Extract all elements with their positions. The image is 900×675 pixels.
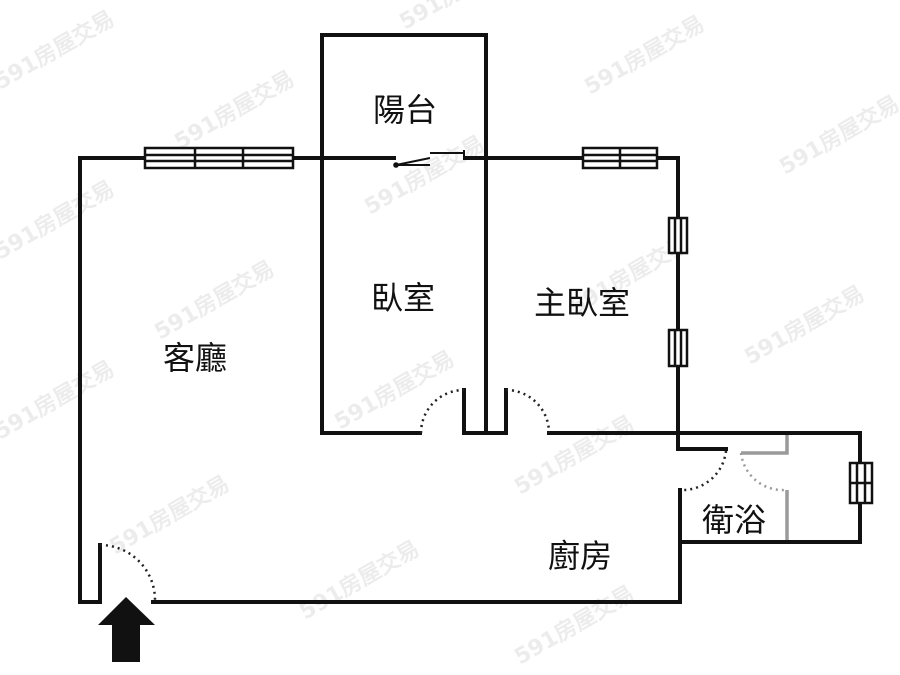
bathroom-wall-east [678, 501, 862, 544]
watermark: 591房屋交易 [170, 66, 299, 155]
windows [143, 146, 874, 505]
watermark: 591房屋交易 [0, 356, 119, 445]
entry-door-stub [78, 543, 102, 604]
window-master-east-upper [667, 216, 689, 255]
room-label-bedroom: 臥室 [371, 279, 435, 317]
room-label-kitchen: 廚房 [548, 537, 612, 575]
bathroom-door-swing [681, 450, 728, 492]
door-stub-right [486, 388, 508, 435]
watermark: 591房屋交易 [105, 471, 234, 560]
arrow-up-icon [98, 597, 155, 662]
balcony-walls [320, 33, 488, 160]
room-label-bathroom: 衛浴 [702, 501, 766, 539]
bathroom-wall-north [676, 431, 862, 465]
watermark: 591房屋交易 [510, 411, 639, 500]
window-living-north [143, 146, 295, 170]
watermark: 591房屋交易 [360, 131, 489, 220]
walls [78, 33, 862, 604]
balcony-sliding-door [393, 150, 465, 168]
watermark: 591房屋交易 [740, 281, 869, 370]
window-master-north [581, 146, 659, 170]
entry-door-swing [99, 543, 157, 601]
door-stub-left [462, 388, 485, 435]
shower-partition-top [741, 435, 789, 455]
master-door-swing [505, 388, 551, 434]
bathroom-partition [741, 435, 789, 540]
room-label-living-room: 客廳 [163, 339, 227, 377]
watermark: 591房屋交易 [295, 536, 424, 625]
sliding-panel-1 [395, 157, 431, 166]
watermark: 591房屋交易 [580, 11, 709, 100]
sliding-door-pivot [393, 162, 399, 168]
watermark: 591房屋交易 [510, 581, 639, 670]
bathroom-door-jamb [676, 431, 728, 451]
watermark: 591房屋交易 [0, 176, 119, 265]
bedroom-door-swing [419, 388, 465, 434]
room-label-master-bedroom: 主臥室 [534, 284, 630, 322]
watermark: 591房屋交易 [775, 91, 900, 180]
window-bathroom-east [848, 461, 874, 505]
shower-door-swing [739, 452, 786, 492]
watermark: 591房屋交易 [0, 6, 119, 95]
watermark: 591房屋交易 [150, 256, 279, 345]
window-master-east-lower [667, 328, 689, 368]
watermark: 591房屋交易 [330, 346, 459, 435]
watermark: 591房屋交易 [395, 0, 524, 35]
door-swings [99, 388, 786, 601]
room-label-balcony: 陽台 [373, 91, 437, 129]
